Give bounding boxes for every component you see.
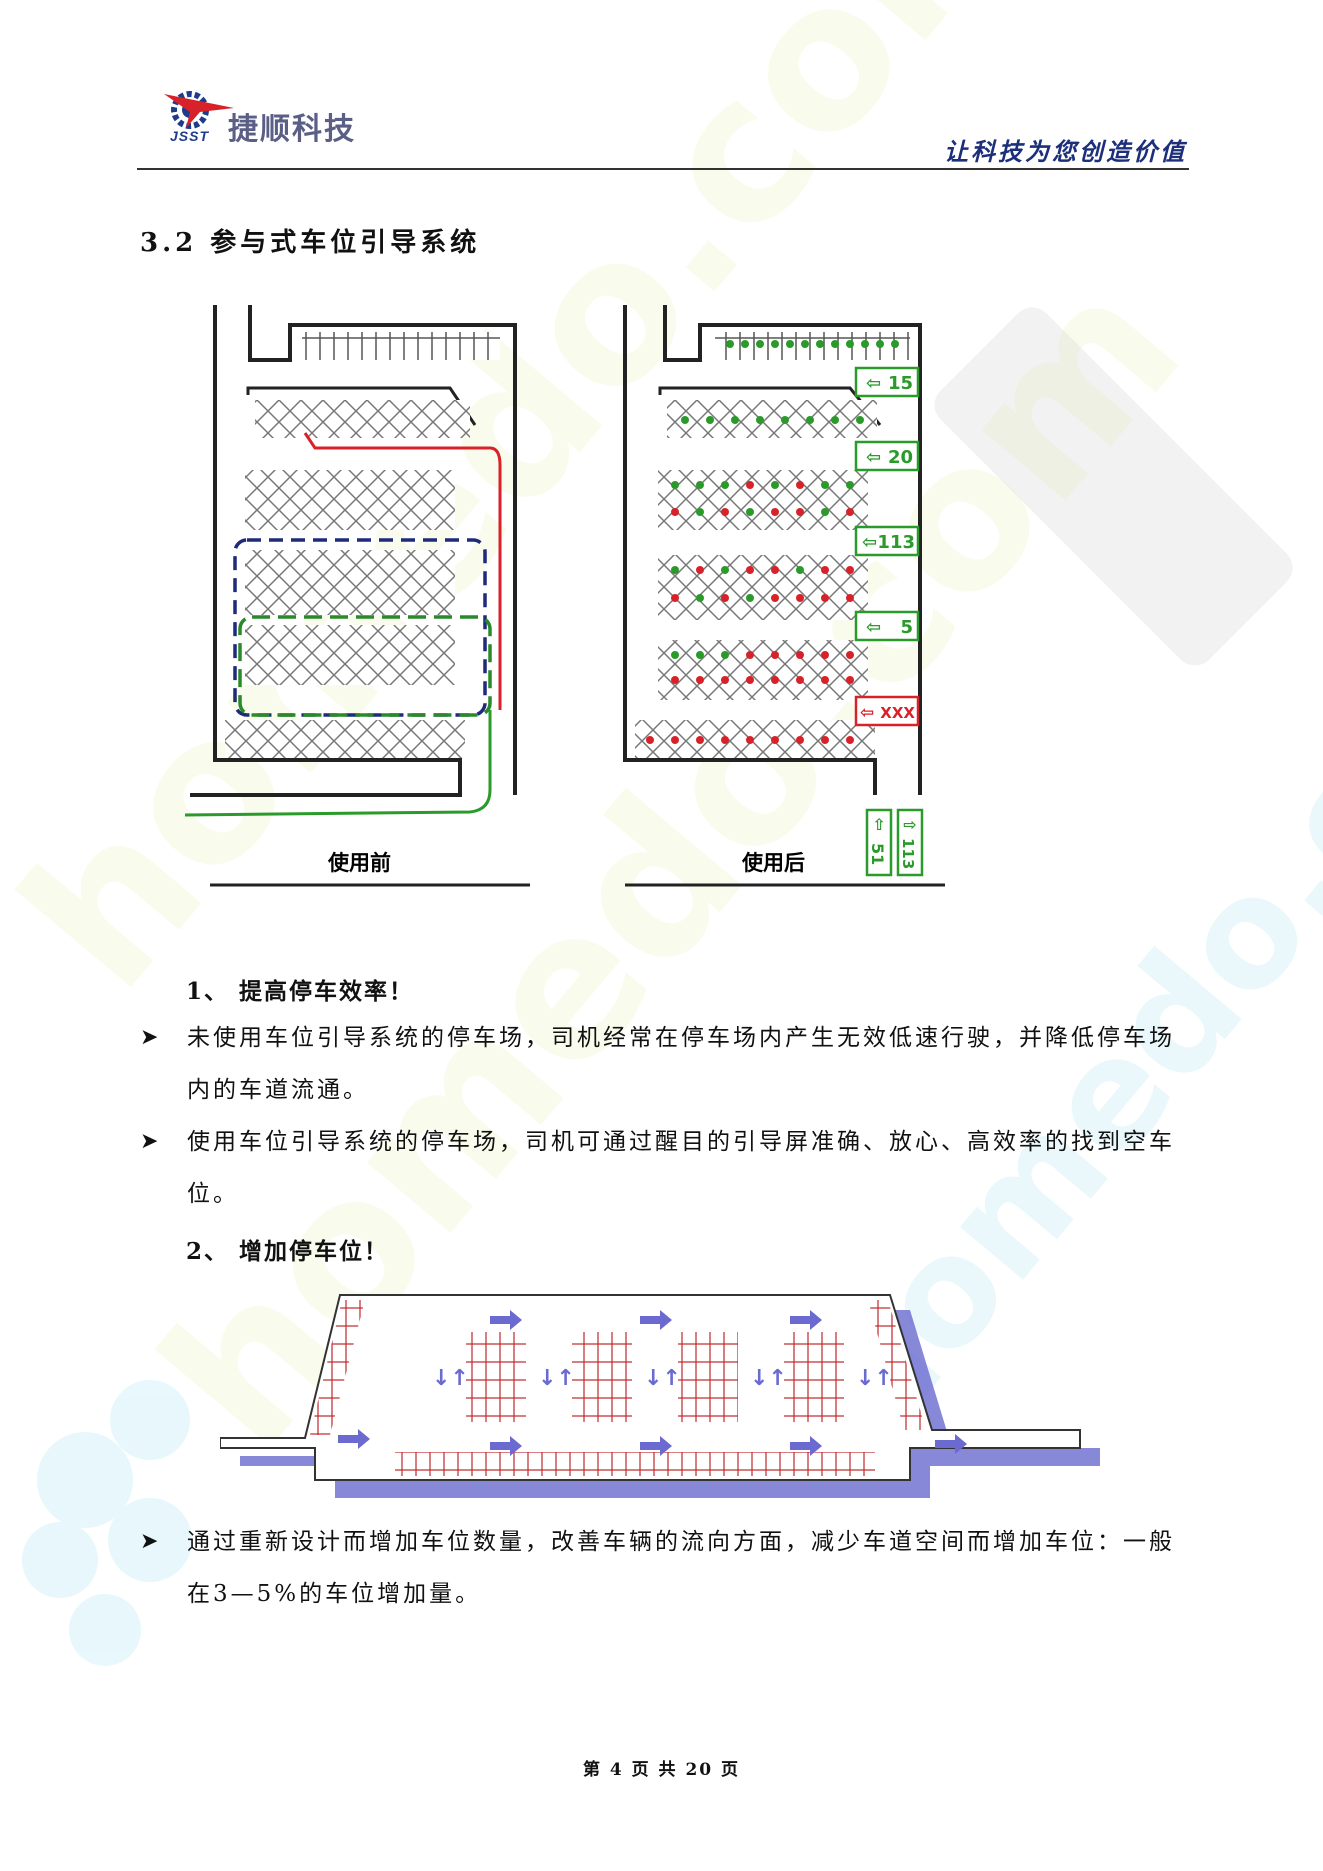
svg-text:⇦: ⇦ [866,617,881,638]
point1-heading: 1、 提高停车效率！ [186,978,415,1005]
point1-bullet-2: ➤ 使用车位引导系统的停车场，司机可通过醒目的引导屏准确、放心、高效率的找到空车… [140,1116,1190,1226]
svg-text:↓↑: ↓↑ [432,1366,469,1391]
point1-bullet-1: ➤ 未使用车位引导系统的停车场，司机经常在停车场内产生无效低速行驶，并降低停车场… [140,1012,1190,1122]
point1-bullet-1-text: 未使用车位引导系统的停车场，司机经常在停车场内产生无效低速行驶，并降低停车场内的… [187,1025,1175,1103]
point2-heading: 2、 增加停车位！ [186,1238,390,1265]
arrowhead-bullet-icon: ➤ [140,1025,162,1050]
point1-bullet-2-text: 使用车位引导系统的停车场，司机可通过醒目的引导屏准确、放心、高效率的找到空车位。 [187,1129,1175,1207]
svg-text:↓↑: ↓↑ [644,1366,681,1391]
guidance-sign-3: ⇦ 113 [854,525,920,557]
svg-text:⇧: ⇧ [872,815,885,834]
parking-guidance-diagram: 使用前 [184,305,945,887]
gear-plane-logo-icon [164,91,234,129]
arrowhead-bullet-icon: ➤ [140,1529,162,1554]
after-label: 使用后 [741,851,805,875]
point2-bullet-1: ➤ 通过重新设计而增加车位数量，改善车辆的流向方面，减少车道空间而增加车位：一般… [140,1516,1190,1626]
svg-text:⇦: ⇦ [862,532,877,553]
company-name: 捷顺科技 [228,112,356,147]
point2-bullet-1-text: 通过重新设计而增加车位数量，改善车辆的流向方面，减少车道空间而增加车位：一般在3… [187,1529,1175,1607]
header-divider [137,168,1189,170]
arrowhead-bullet-icon: ➤ [140,1129,162,1154]
svg-text:↓↑: ↓↑ [856,1366,893,1391]
before-layout: 使用前 [184,305,530,887]
svg-text:⇨: ⇨ [903,815,916,834]
before-label: 使用前 [327,851,391,875]
company-logo: JSST 捷顺科技 [160,82,400,152]
page-number: 第 4 页 共 20 页 [582,1760,741,1780]
svg-text:⇦: ⇦ [866,447,881,468]
entrance-sign-left: ⇧ 51 [865,808,893,877]
company-abbr: JSST [170,128,210,144]
svg-text:113: 113 [899,838,917,869]
guidance-sign-2: ⇦ 20 [854,440,920,472]
svg-text:5: 5 [900,617,913,638]
svg-text:XXX: XXX [880,704,915,722]
parking-layout-redesign-diagram: ↓↑ ↓↑ ↓↑ ↓↑ ↓↑ [220,1294,1100,1498]
guidance-sign-1: ⇦ 15 [854,366,920,398]
svg-text:113: 113 [877,532,915,553]
svg-text:↓↑: ↓↑ [538,1366,575,1391]
after-layout: ⇦ 15 ⇦ 20 ⇦ 113 ⇦ 5 ⇦ XXX ⇧ 51 [623,305,945,887]
entrance-sign-right: ⇨ 113 [896,808,924,877]
svg-text:⇦: ⇦ [860,703,874,723]
guidance-sign-4: ⇦ 5 [854,610,920,642]
section-title: 3.2 参与式车位引导系统 [140,228,481,258]
svg-text:⇦: ⇦ [866,373,881,394]
header-slogan: 让科技为您创造价值 [944,137,1187,166]
svg-text:↓↑: ↓↑ [750,1366,787,1391]
svg-text:51: 51 [868,843,887,865]
svg-text:20: 20 [888,447,913,468]
svg-text:15: 15 [888,373,913,394]
guidance-sign-full: ⇦ XXX [854,695,920,727]
